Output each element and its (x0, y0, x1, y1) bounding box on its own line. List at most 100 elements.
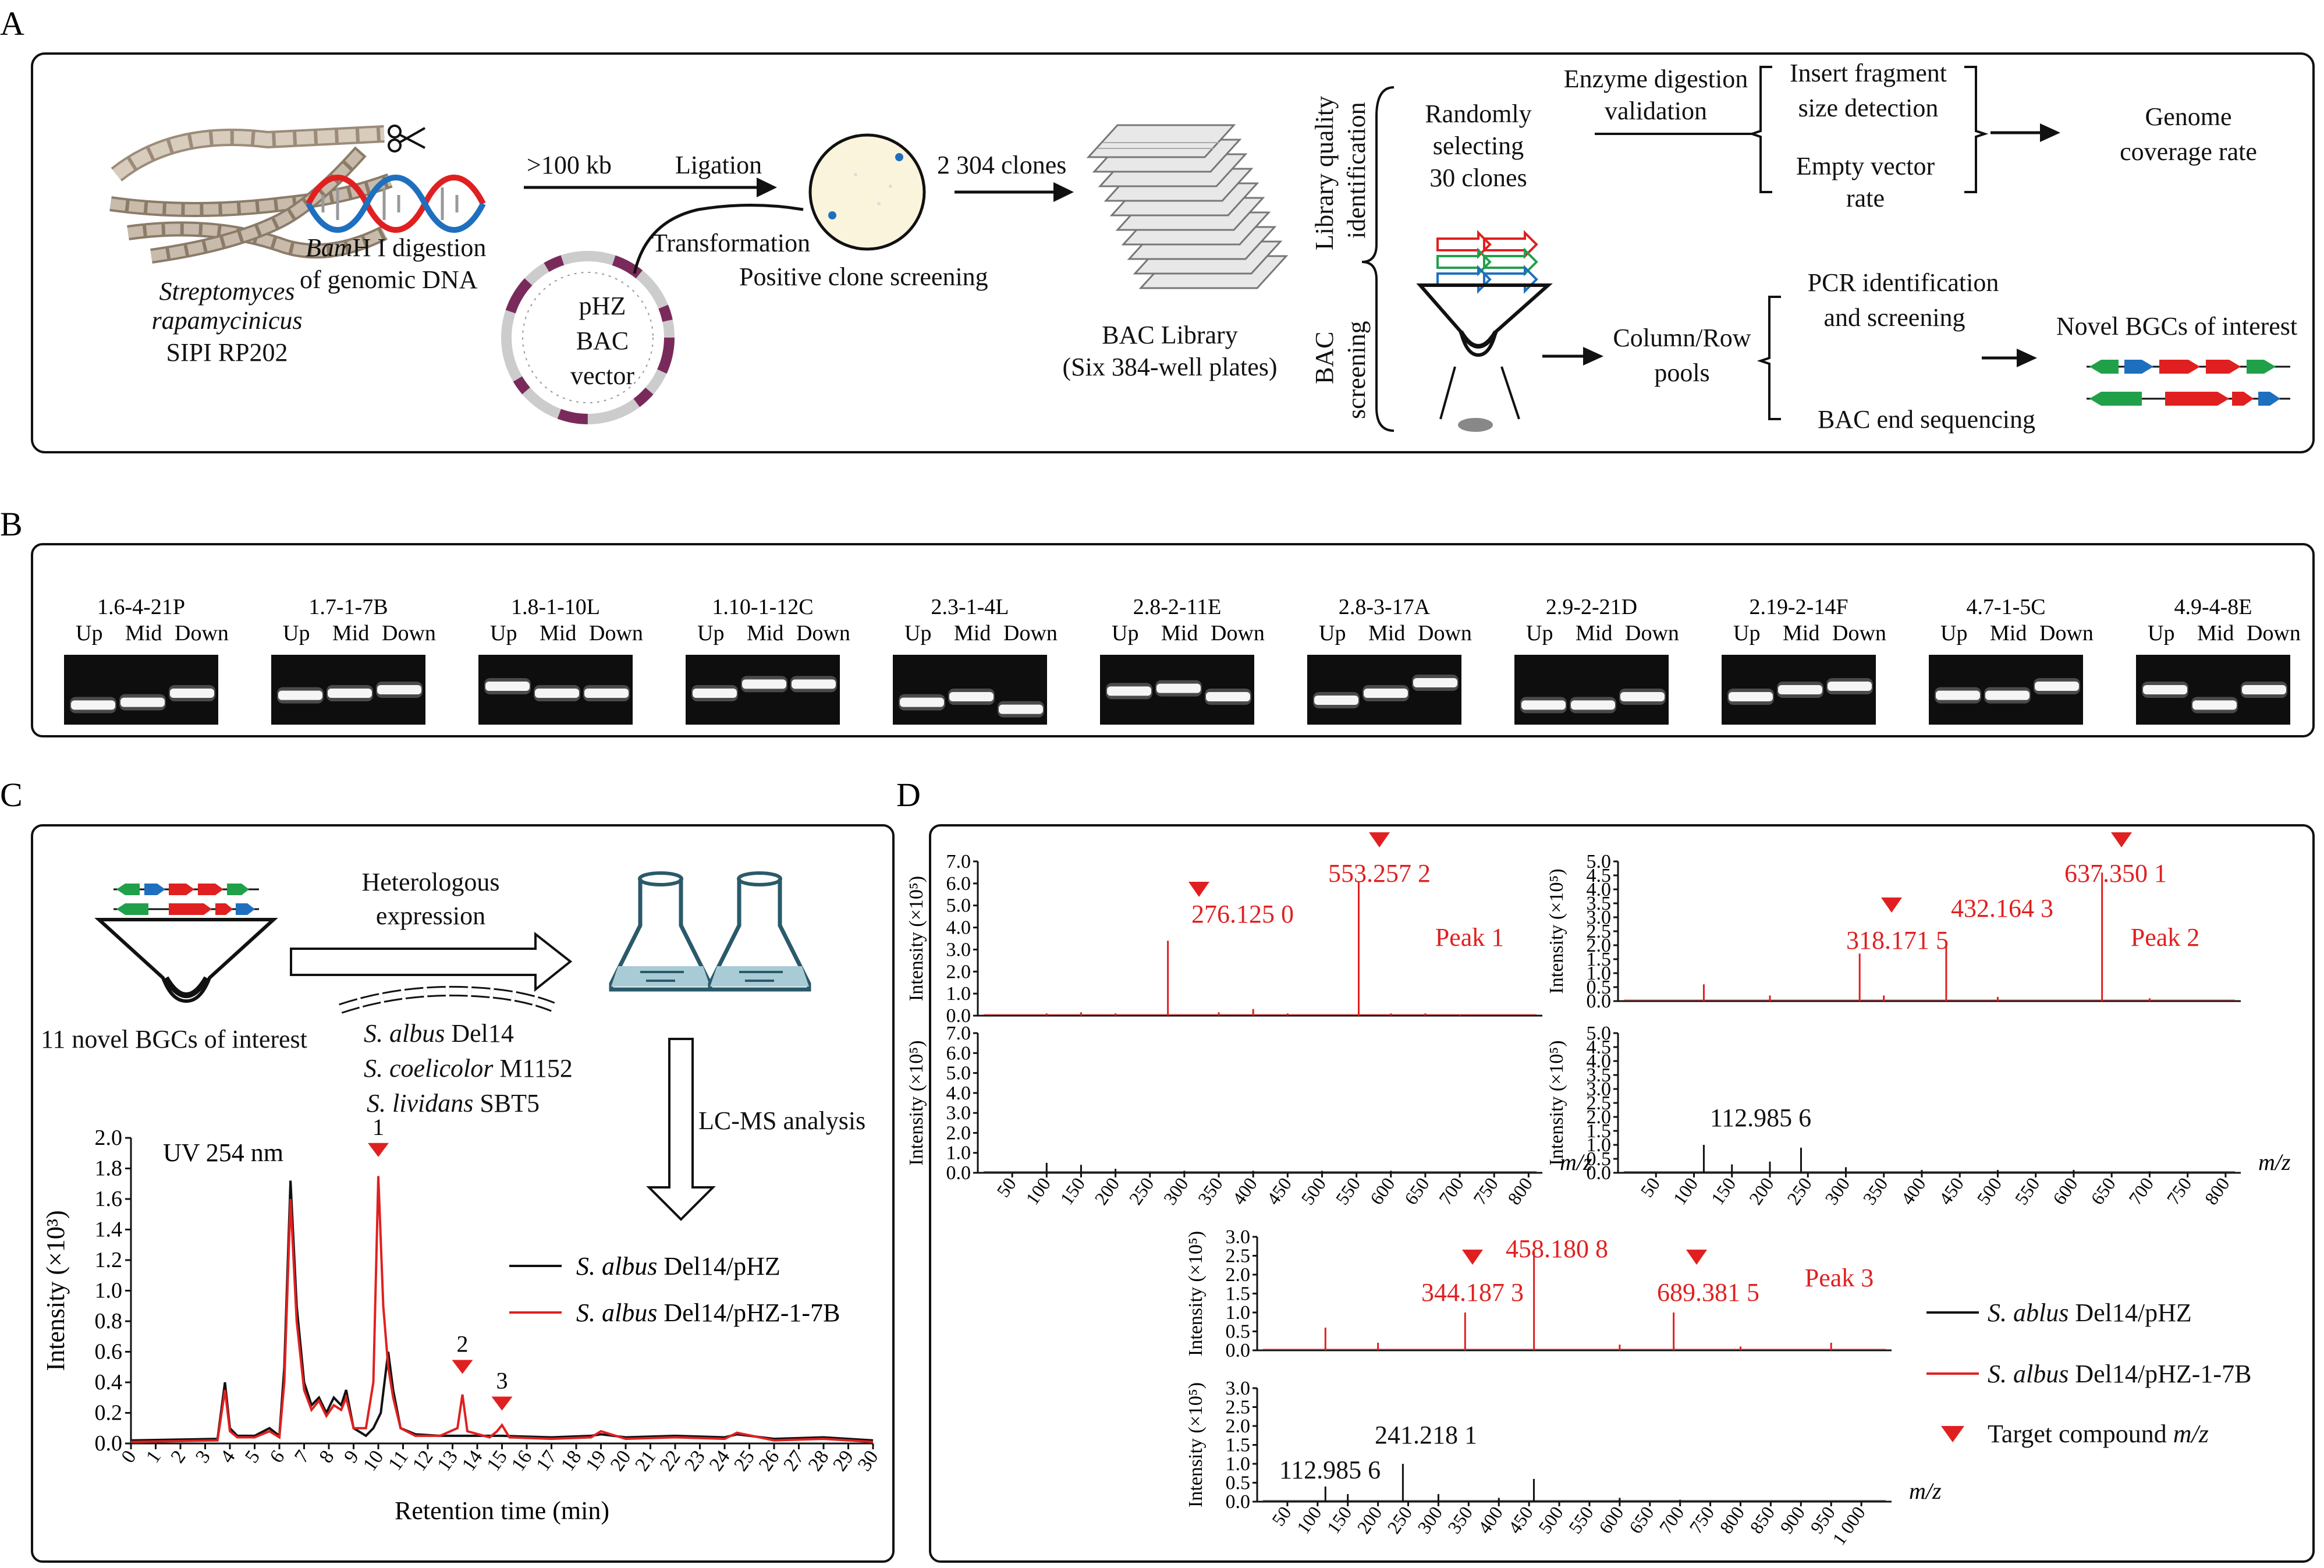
x-tick-label: 200 (1745, 1173, 1778, 1208)
y-tick-label: 5.0 (946, 1063, 971, 1084)
random-label-2: selecting (1433, 132, 1524, 160)
target-marker (1686, 1250, 1707, 1265)
y-tick-label: 2.0 (946, 961, 971, 982)
y-tick-label: 4.0 (946, 917, 971, 939)
empty-label-2: rate (1846, 184, 1885, 212)
gel-band (1156, 683, 1201, 693)
x-tick-label: 10 (359, 1446, 388, 1475)
gel-band-glow (790, 676, 837, 693)
pcr-label-1: PCR identification (1808, 268, 1999, 297)
host-1: S. albus Del14 (364, 1019, 514, 1048)
enzyme-label-2: validation (1605, 97, 1707, 125)
lane-label: Mid (747, 621, 783, 645)
main-brace (1361, 86, 1395, 432)
clones-label: 2 304 clones (937, 151, 1066, 179)
lane-label: Down (2247, 621, 2301, 645)
library-label: BAC Library (1102, 321, 1237, 349)
gel-band-glow (583, 685, 630, 701)
transformation-curve (633, 204, 804, 274)
y-tick-label: 0.8 (95, 1309, 123, 1333)
heterologous-label-2: expression (376, 902, 485, 930)
y-tick-label: 1.5 (1226, 1435, 1251, 1456)
legend-sample-label: S. albus Del14/pHZ-1-7B (576, 1299, 840, 1327)
y-tick-label: 5.0 (946, 895, 971, 917)
lane-label: Up (1112, 621, 1138, 645)
target-marker (1881, 897, 1902, 913)
y-tick-label: 2.0 (1226, 1264, 1251, 1286)
mz-axis-title: m/z (1909, 1478, 1942, 1504)
mz-annotation: 689.381 5 (1657, 1278, 1759, 1307)
genome-label-2: coverage rate (2120, 137, 2257, 166)
novel-arrowhead (2017, 349, 2037, 367)
y-tick-label: 2.5 (1226, 1246, 1251, 1267)
bgc-gene-cluster-icon (2087, 360, 2290, 406)
digestion-label: BamH I digestion (306, 233, 486, 262)
x-tick-label: 7 (290, 1446, 314, 1467)
gel-band-glow (2034, 678, 2080, 694)
gel-title: 4.7-1-5C (1966, 595, 2045, 619)
x-tick-label: 150 (1706, 1173, 1740, 1208)
dna-helix-icon (306, 175, 486, 233)
spectra-legend: S. ablus Del14/pHZ S. albus Del14/pHZ-1-… (1926, 1299, 2251, 1448)
gel-band (693, 689, 737, 698)
gel-band-glow (327, 685, 373, 701)
gel-title: 1.8-1-10L (511, 595, 600, 619)
peak-marker (491, 1396, 513, 1411)
mz-annotation: 318.171 5 (1846, 926, 1949, 955)
x-tick-label: 600 (2049, 1173, 2082, 1208)
legend-control: S. ablus Del14/pHZ (1988, 1299, 2192, 1327)
y-tick-label: 1.0 (1587, 963, 1612, 984)
y-axis-title: Intensity (×10⁵) (1546, 868, 1567, 994)
y-tick-label: 1.0 (946, 1143, 971, 1164)
peak-title: Peak 1 (1435, 923, 1505, 952)
gel-band (2035, 682, 2079, 691)
y-axis-title: Intensity (×10⁵) (1546, 1040, 1567, 1165)
y-tick-label: 0.4 (95, 1370, 123, 1395)
x-tick-label: 200 (1353, 1502, 1386, 1537)
lane-label: Down (175, 621, 229, 645)
y-tick-label: 1.8 (95, 1157, 123, 1181)
novel-bgc-label: Novel BGCs of interest (2056, 312, 2297, 340)
legend-rest: Del14/pHZ-1-7B (657, 1299, 840, 1327)
lane-label: Down (1418, 621, 1472, 645)
lane-label: Down (796, 621, 850, 645)
x-tick-label: 450 (1935, 1173, 1968, 1208)
enzyme-brace (1748, 66, 1772, 193)
y-tick-label: 1.4 (95, 1218, 123, 1242)
mz-annotation: 112.985 6 (1279, 1456, 1381, 1484)
gel-title: 1.10-1-12C (712, 595, 813, 619)
lane-label: Down (1003, 621, 1058, 645)
x-tick-label: 250 (1783, 1173, 1816, 1208)
gel-band-glow (376, 682, 423, 698)
y-tick-label: 3.0 (946, 939, 971, 960)
panel-d-frame (929, 824, 2315, 1563)
y-tick-label: 2.5 (1226, 1397, 1251, 1418)
host-2: S. coelicolor M1152 (364, 1054, 573, 1083)
insert-brace (1964, 66, 1989, 193)
x-tick-label: 4 (216, 1446, 239, 1467)
gel-band-glow (1106, 683, 1152, 700)
x-tick-label: 700 (1435, 1173, 1468, 1208)
lane-label: Down (382, 621, 436, 645)
y-tick-label: 0.0 (1226, 1340, 1251, 1361)
x-tick-label: 750 (1469, 1173, 1502, 1208)
x-tick-label: 650 (1624, 1502, 1658, 1537)
x-tick-label: 21 (631, 1446, 660, 1475)
y-tick-label: 2.5 (1587, 1092, 1612, 1114)
x-tick-label: 750 (1685, 1502, 1718, 1537)
x-tick-label: 1 (142, 1446, 165, 1467)
y-tick-label: 0.5 (1226, 1473, 1251, 1494)
x-tick-label: 25 (730, 1446, 759, 1475)
y-axis-title: Intensity (×10⁵) (1185, 1382, 1207, 1507)
vector-label-2: BAC (576, 327, 629, 355)
gel-band (170, 689, 214, 698)
bacteria-chain-icon (339, 985, 555, 1014)
organism-name-1: Streptomyces (159, 277, 295, 306)
gel-title: 2.8-2-11E (1133, 595, 1222, 619)
y-tick-label: 4.5 (1587, 1037, 1612, 1058)
gel-band-glow (169, 685, 215, 701)
gel-band (584, 689, 629, 698)
gel-band (1107, 686, 1151, 696)
lane-label: Mid (540, 621, 576, 645)
gel-band (1985, 690, 2029, 700)
